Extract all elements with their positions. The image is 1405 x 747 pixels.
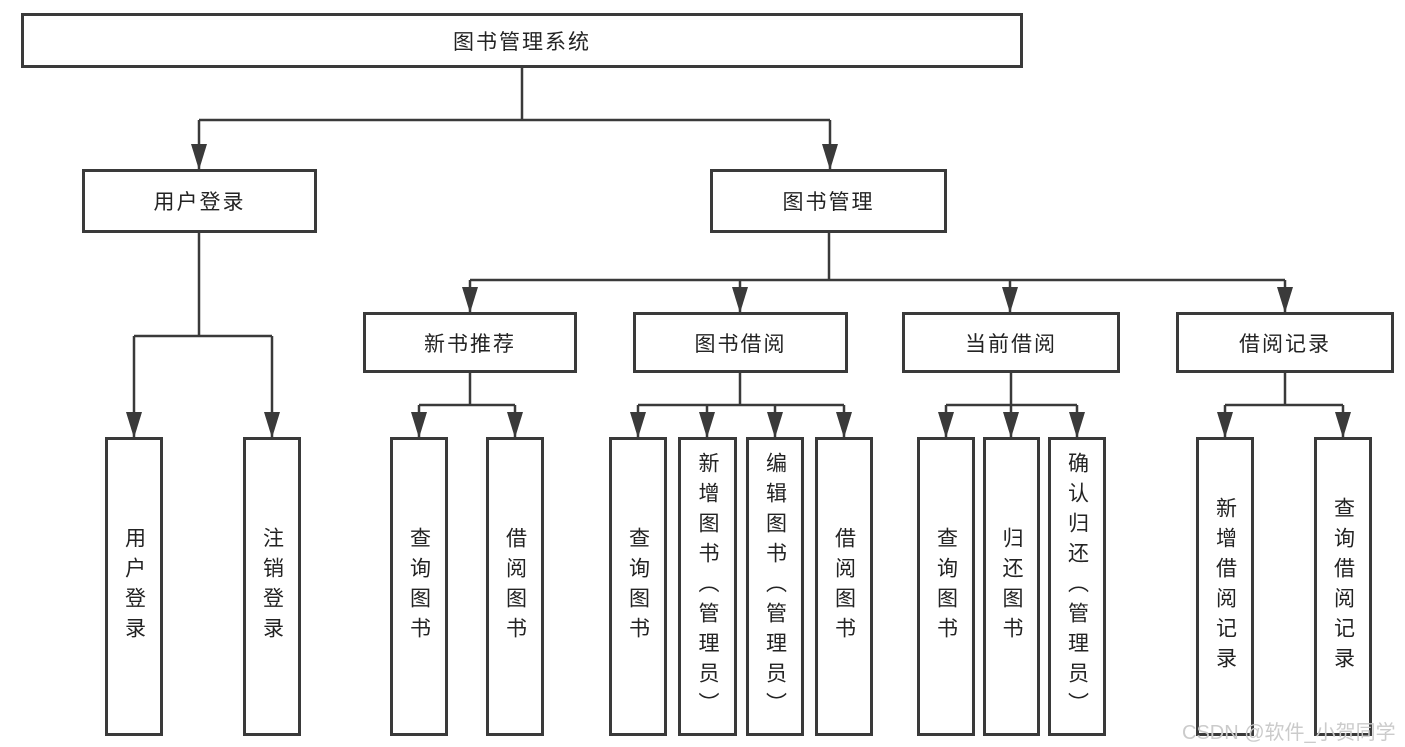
leaf-query-books-borrow: 查询图书 (609, 437, 667, 736)
leaf-return-books: 归还图书 (983, 437, 1040, 736)
root-node-library-management-system: 图书管理系统 (21, 13, 1023, 68)
leaf-edit-books-admin: 编辑图书（管理员） (746, 437, 804, 736)
csdn-watermark: CSDN @软件_小贺同学 (1182, 722, 1396, 744)
node-book-borrow: 图书借阅 (633, 312, 848, 373)
node-borrow-record: 借阅记录 (1176, 312, 1394, 373)
node-new-book-recommend: 新书推荐 (363, 312, 577, 373)
leaf-add-books-admin: 新增图书（管理员） (678, 437, 737, 736)
leaf-add-borrow-record: 新增借阅记录 (1196, 437, 1254, 736)
node-user-login: 用户登录 (82, 169, 317, 233)
leaf-query-books-current: 查询图书 (917, 437, 975, 736)
leaf-query-borrow-record: 查询借阅记录 (1314, 437, 1372, 736)
leaf-user-login: 用户登录 (105, 437, 163, 736)
leaf-logout-login: 注销登录 (243, 437, 301, 736)
node-current-borrow: 当前借阅 (902, 312, 1120, 373)
leaf-borrow-books: 借阅图书 (815, 437, 873, 736)
leaf-borrow-books-recommend: 借阅图书 (486, 437, 544, 736)
leaf-confirm-return-admin: 确认归还（管理员） (1048, 437, 1106, 736)
node-book-management: 图书管理 (710, 169, 947, 233)
leaf-query-books-recommend: 查询图书 (390, 437, 448, 736)
